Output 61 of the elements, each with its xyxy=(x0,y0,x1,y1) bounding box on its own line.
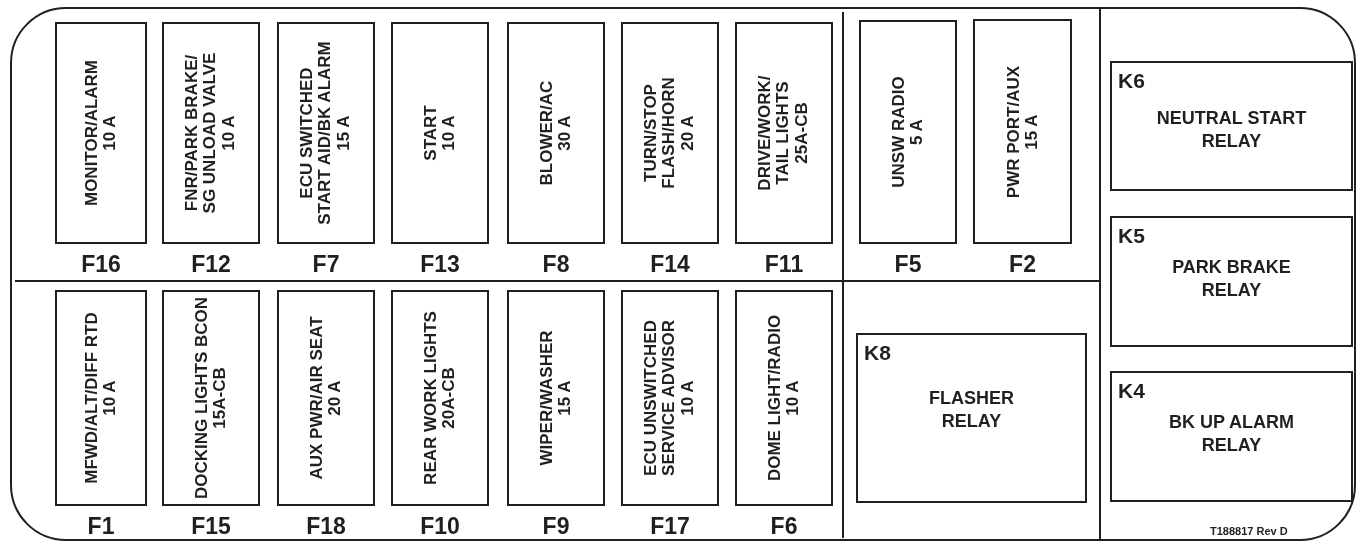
fuse-number: F7 xyxy=(312,250,340,278)
fuse-rating: 10 A xyxy=(101,380,120,416)
fuse-circuit-label: DOME LIGHT/RADIO xyxy=(765,314,784,482)
relay-number: K4 xyxy=(1118,379,1145,403)
relay-box xyxy=(1110,216,1353,347)
fuse-rating: 10 A xyxy=(784,380,803,416)
fuse-circuit-label: WIPER/WASHER xyxy=(537,330,556,466)
fuse-rating: 10 A xyxy=(220,115,239,151)
relay-box xyxy=(856,333,1087,503)
fuse-rating: 10 A xyxy=(101,115,120,151)
fuse-number: F1 xyxy=(87,512,115,540)
fuse-rating: 20 A xyxy=(679,115,698,151)
fuse-rating: 30 A xyxy=(556,115,575,151)
fuse-rating: 15A-CB xyxy=(211,367,230,429)
relay-label: PARK BRAKE RELAY xyxy=(1171,256,1292,303)
fuse-number: F16 xyxy=(81,250,121,278)
fuse-number: F2 xyxy=(1009,250,1036,278)
fuse-circuit-label: START xyxy=(421,105,440,161)
fuse-number: F9 xyxy=(542,512,570,540)
fuse-number: F14 xyxy=(650,250,690,278)
fuse-circuit-label: FNR/PARK BRAKE/ SG UNLOAD VALVE xyxy=(183,51,221,216)
fuse-circuit-label: UNSW RADIO xyxy=(889,76,908,188)
fuse-number: F15 xyxy=(191,512,231,540)
fuse-rating: 15 A xyxy=(556,380,575,416)
fuse-rating: 15 A xyxy=(335,115,354,151)
fuse-circuit-label: REAR WORK LIGHTS xyxy=(421,311,440,485)
fuse-rating: 15 A xyxy=(1022,113,1041,150)
fuse-number: F5 xyxy=(894,250,922,278)
fuse-circuit-label: DRIVE/WORK/ TAIL LIGHTS xyxy=(756,74,794,193)
fuse-rating: 20A-CB xyxy=(440,367,459,429)
part-number-note: T188817 Rev D xyxy=(1210,524,1288,538)
fuse-number: F13 xyxy=(420,250,460,278)
fuse-circuit-label: ECU SWITCHED START AID/BK ALARM xyxy=(298,40,336,227)
fuse-number: F11 xyxy=(764,250,804,278)
relay-number: K6 xyxy=(1118,69,1145,93)
fuse-number: F17 xyxy=(650,512,690,540)
relay-box xyxy=(1110,371,1353,502)
fuse-circuit-label: AUX PWR/AIR SEAT xyxy=(307,316,326,480)
fuse-number: F8 xyxy=(542,250,570,278)
fuse-circuit-label: ECU UNSWITCHED SERVICE ADVISOR xyxy=(642,319,680,478)
fuse-rating: 10 A xyxy=(679,380,698,416)
relay-label: FLASHER RELAY xyxy=(928,387,1015,434)
fuse-number: F6 xyxy=(770,512,798,540)
fuse-circuit-label: MFWD/ALT/DIFF RTD xyxy=(82,312,101,484)
relay-number: K8 xyxy=(864,341,891,365)
fuse-circuit-label: MONITOR/ALARM xyxy=(82,59,101,207)
fuse-circuit-label: PWR PORT/AUX xyxy=(1004,65,1023,198)
fuse-rating: 20 A xyxy=(326,380,345,416)
fuse-number: F18 xyxy=(306,512,346,540)
fuse-number: F10 xyxy=(420,512,460,540)
fuse-circuit-label: DOCKING LIGHTS BCON xyxy=(192,296,211,500)
relay-label: NEUTRAL START RELAY xyxy=(1155,107,1308,154)
relay-box xyxy=(1110,61,1353,191)
fuse-rating: 5 A xyxy=(908,119,927,145)
fuse-circuit-label: BLOWER/AC xyxy=(537,80,556,186)
relay-number: K5 xyxy=(1118,224,1145,248)
fuse-rating: 10 A xyxy=(440,115,459,151)
relay-label: BK UP ALARM RELAY xyxy=(1168,411,1295,458)
fuse-rating: 25A-CB xyxy=(793,102,812,164)
fuse-circuit-label: TURN/STOP FLASH/HORN xyxy=(642,76,680,191)
fuse-number: F12 xyxy=(191,250,231,278)
